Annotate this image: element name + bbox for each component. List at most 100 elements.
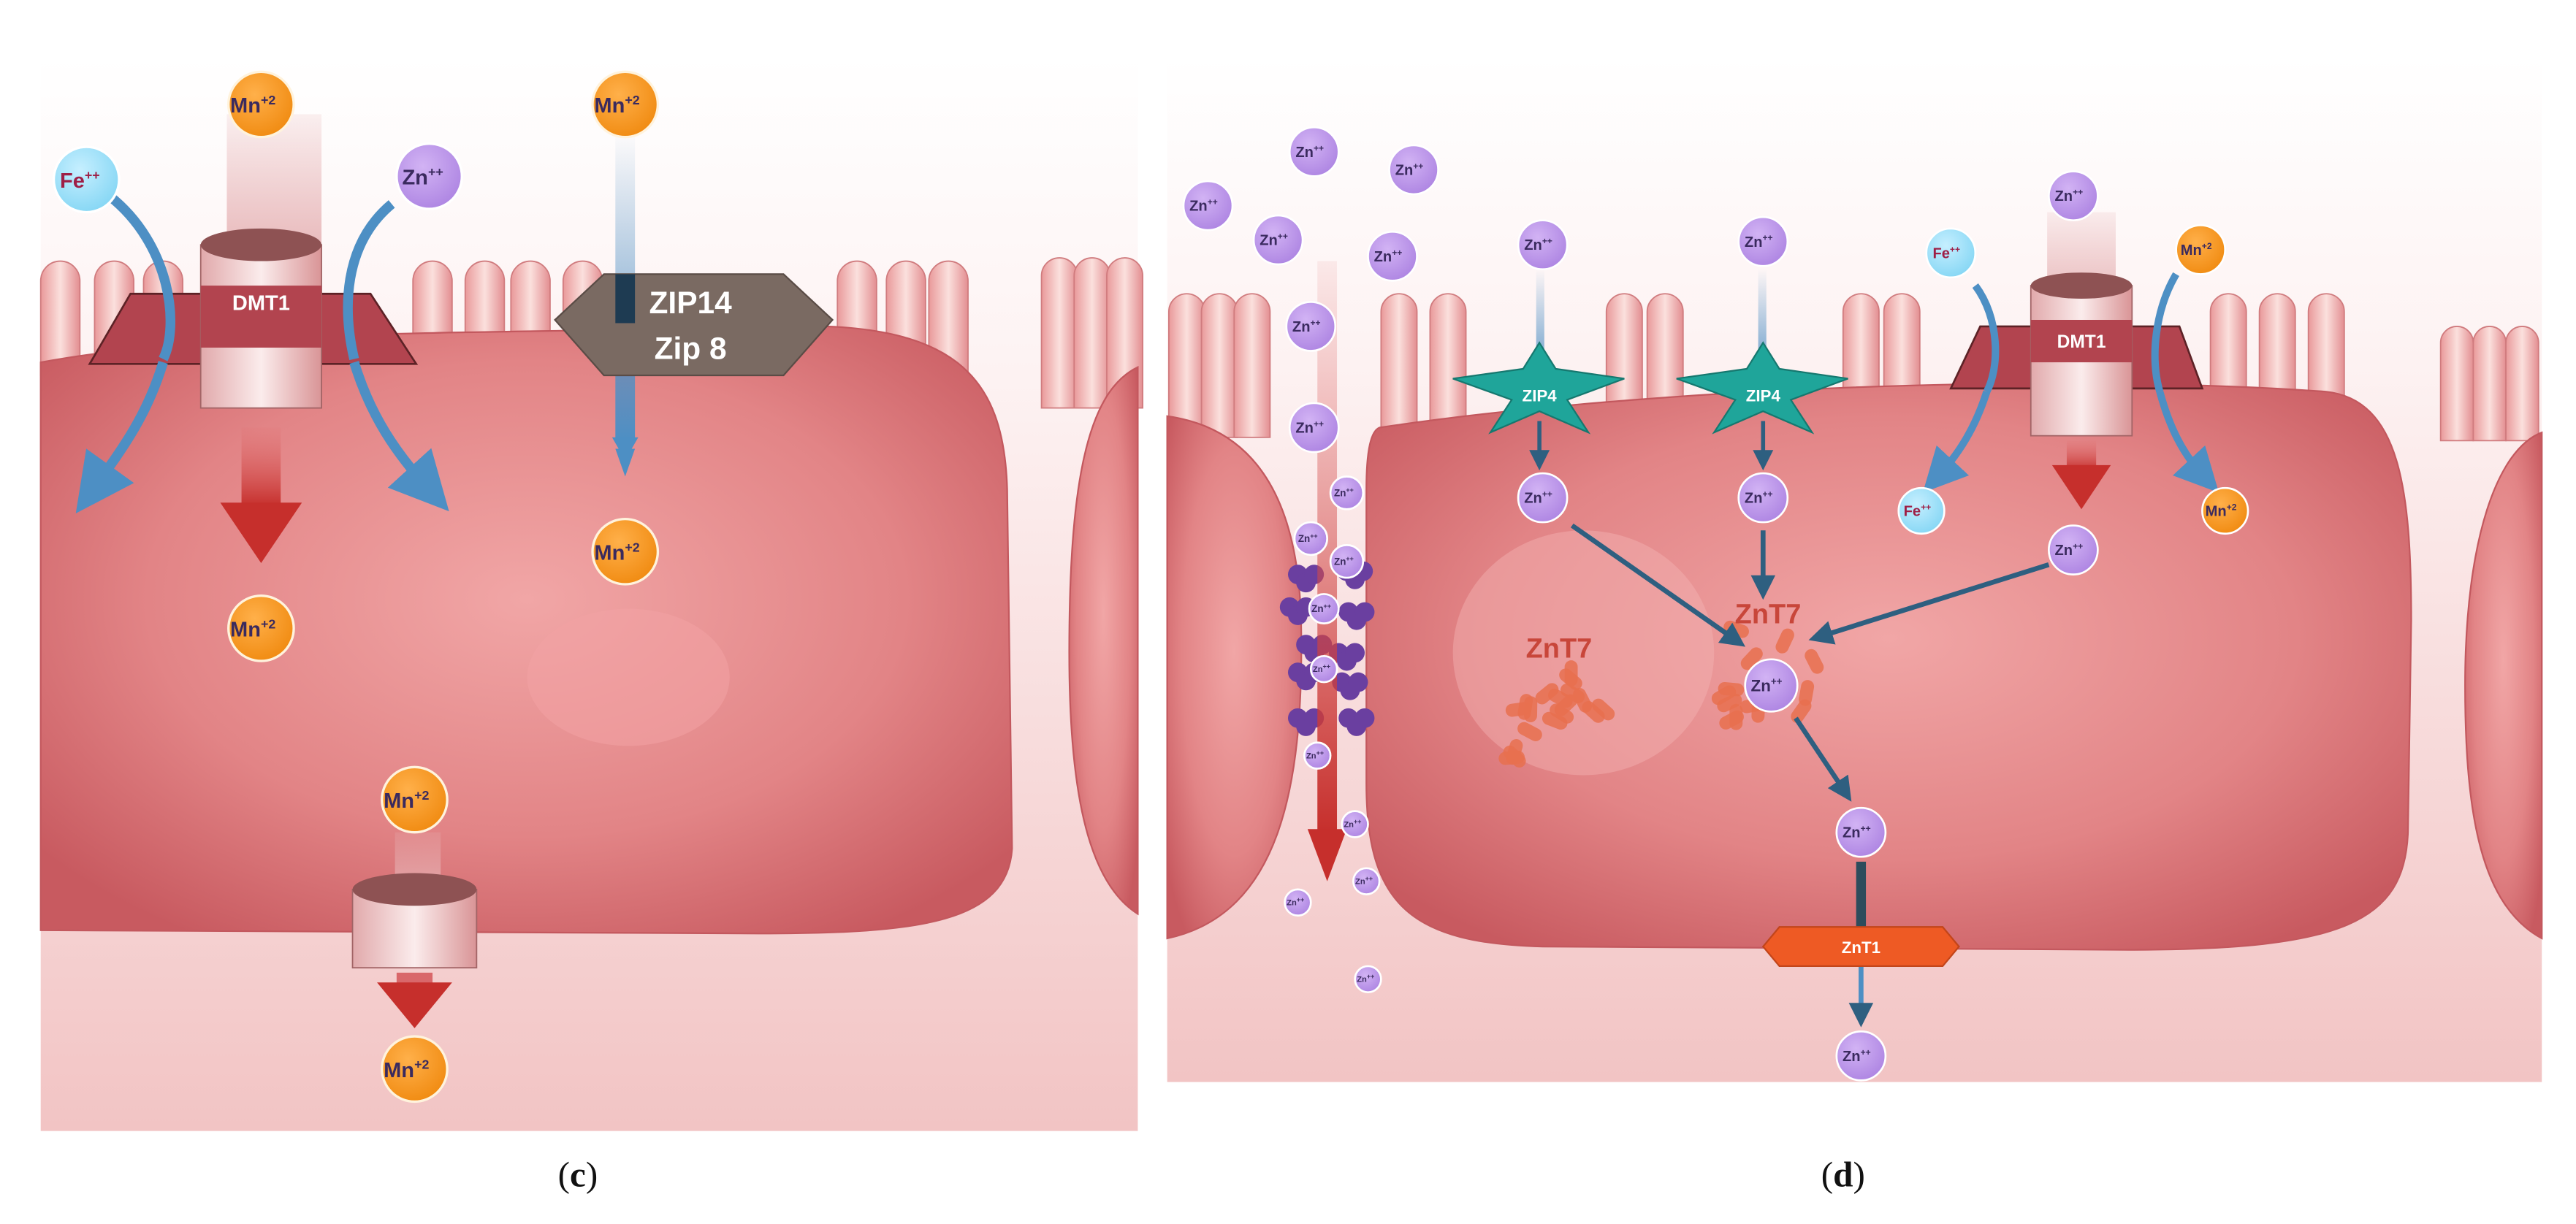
panel-c-basolateral-transporter[interactable]	[351, 873, 478, 969]
panel-c-neighbour-cell	[1068, 366, 1139, 916]
svg-text:Mn+2: Mn+2	[384, 788, 429, 813]
panel-d-microvillus	[1429, 293, 1467, 438]
panel-c-basolateral-arrow-head	[377, 982, 452, 1028]
tight-junction-blob	[1345, 643, 1365, 663]
panel-d-dmt1-transporter[interactable]: DMT1	[1949, 212, 2204, 437]
panel-d-zip4-transporter-1[interactable]: ZIP4	[1452, 269, 1625, 471]
znt7-vesicle	[1554, 694, 1577, 716]
svg-text:Zn++: Zn++	[1745, 489, 1773, 507]
tight-junction-blob	[1348, 672, 1368, 692]
znt7-vesicle	[1740, 647, 1763, 670]
svg-text:Zn++: Zn++	[1524, 236, 1552, 253]
svg-text:Mn+2: Mn+2	[230, 93, 275, 118]
svg-text:Zn++: Zn++	[1306, 749, 1324, 760]
svg-text:Zn++: Zn++	[402, 164, 443, 189]
svg-text:Zn++: Zn++	[1374, 248, 1403, 265]
panel-c-mn-ion-basolateral: Mn+2	[381, 765, 449, 834]
svg-text:Zn++: Zn++	[1311, 603, 1331, 614]
panel-c-zn-exit-arrow	[349, 361, 449, 512]
panel-d-paracellular-arrow-head	[1307, 829, 1347, 881]
panel-d-znt1-label: ZnT1	[1842, 938, 1880, 957]
panel-d-enterocyte	[1365, 382, 2412, 951]
panel-d-microvillus	[2472, 326, 2507, 442]
panel-c-dmt1-red-arrow-head	[220, 502, 302, 563]
znt7-vesicle	[1559, 668, 1582, 690]
panel-d-znt7-label-right: ZnT7	[1735, 600, 1802, 630]
panel-d-microvillus	[1233, 293, 1271, 438]
svg-text:Fe++: Fe++	[60, 168, 100, 193]
svg-text:Zn++: Zn++	[1298, 532, 1318, 544]
panel-d-mn-entry-arrow	[2151, 272, 2179, 393]
panel-c-zip14-transporter[interactable]: ZIP14 Zip 8	[554, 273, 834, 377]
panel-d-mn-ion: Mn+2	[2201, 486, 2249, 535]
svg-text:Zn++: Zn++	[1745, 233, 1773, 250]
panel-d-zn-ion: Zn++	[1388, 144, 1439, 196]
svg-text:Zn++: Zn++	[1292, 318, 1321, 335]
panel-c-microvillus	[39, 260, 81, 376]
panel-d-zip4-2-channel	[1758, 269, 1767, 392]
panel-d-zn-ion: Zn++	[1367, 230, 1418, 282]
panel-d-fe-ion: Fe++	[1925, 227, 1977, 279]
svg-text:Mn+2: Mn+2	[384, 1057, 429, 1082]
svg-text:Zn++: Zn++	[1334, 486, 1354, 498]
znt7-vesicle	[1775, 628, 1794, 654]
panel-d-microvillus	[2505, 326, 2539, 442]
panel-c-basolateral-cylinder-top	[352, 873, 477, 906]
panel-d-zn-ion: Zn++	[1309, 654, 1338, 684]
panel-d-znt1-shape	[1761, 926, 1960, 968]
panel-d-zn-ion: Zn++	[1308, 593, 1340, 624]
svg-text:Zn++: Zn++	[1355, 875, 1373, 886]
panel-c-fe-entry-arrow	[106, 191, 176, 362]
znt7-vesicle	[1503, 745, 1526, 768]
panel-d-zn-ion: Zn++	[1737, 215, 1789, 267]
panel-d-zn-ion: Zn++	[1182, 180, 1234, 232]
panel-d-dmt1-red-arrow-head	[2051, 464, 2111, 510]
panel-d-znt1-transporter[interactable]: ZnT1	[1761, 926, 1960, 968]
panel-d-zn-ion: Zn++	[1744, 658, 1799, 713]
panel-c-mn-ion-cytoplasm-zip: Mn+2	[591, 517, 660, 586]
svg-text:Zn++: Zn++	[1189, 197, 1218, 215]
panel-c: DMT1 ZIP14 Zip 8 Mn+2	[39, 57, 1144, 1195]
panel-d-fe-entry-arrow	[1972, 283, 2000, 394]
svg-text:Zn++: Zn++	[1357, 973, 1374, 984]
panel-d-zn-ion: Zn++	[1835, 1030, 1887, 1082]
panel-d-dmt1-cylinder-top	[2030, 272, 2133, 299]
znt7-vesicle	[1717, 693, 1742, 713]
panel-d-zn-ion: Zn++	[1288, 402, 1340, 454]
svg-text:Zn++: Zn++	[1295, 143, 1324, 161]
svg-text:Mn+2: Mn+2	[594, 93, 639, 118]
panel-d-zip4-transporter-2[interactable]: ZIP4	[1676, 269, 1848, 471]
znt7-vesicle	[1805, 649, 1824, 674]
panel-d-caption: (d)	[1821, 1155, 1865, 1195]
znt7-vesicle	[1517, 722, 1542, 741]
panel-d-microvillus	[1167, 293, 1205, 438]
svg-text:Zn++: Zn++	[2055, 541, 2084, 559]
svg-text:Zn++: Zn++	[1751, 676, 1783, 695]
panel-c-zip14-label: ZIP14	[649, 286, 732, 320]
panel-d-ions: Zn++ Zn++ Zn++ Zn++ Zn++ Zn++ Zn++ Zn++ Zn++ Zn++…	[1182, 126, 2249, 1082]
tight-junction-blob	[1354, 602, 1375, 622]
panel-d-zn-ion: Zn++	[2048, 170, 2099, 222]
svg-text:Zn++: Zn++	[1334, 555, 1354, 567]
panel-d-zip4-2-star	[1676, 341, 1848, 435]
panel-d-right-neighbour-cell	[2464, 431, 2543, 940]
panel-d-zn-ion: Zn++	[1517, 472, 1569, 524]
znt7-vesicle	[1711, 685, 1737, 705]
svg-text:Zn++: Zn++	[1395, 161, 1424, 178]
znt7-vesicle	[1582, 700, 1605, 723]
svg-text:Mn+2: Mn+2	[2206, 502, 2237, 519]
svg-text:Zn++: Zn++	[1843, 824, 1871, 841]
svg-text:Zn++: Zn++	[2055, 187, 2084, 204]
panel-d-zn-ion: Zn++	[1354, 965, 1382, 994]
panel-d-zn-ion: Zn++	[1329, 544, 1365, 579]
panel-c-fe-exit-arrow	[75, 361, 168, 514]
panel-d-microvillus	[1200, 293, 1238, 438]
panel-d-zip4-2-label: ZIP4	[1746, 387, 1781, 405]
panel-c-dmt1-label: DMT1	[232, 292, 290, 315]
panel-d-zn-ion: Zn++	[1285, 301, 1337, 352]
svg-text:Zn++: Zn++	[1843, 1047, 1871, 1065]
panel-d: ZIP4 ZIP4 DMT1 ZnT7 ZnT7	[1166, 57, 2543, 1195]
panel-d-microvillus	[2439, 326, 2474, 442]
